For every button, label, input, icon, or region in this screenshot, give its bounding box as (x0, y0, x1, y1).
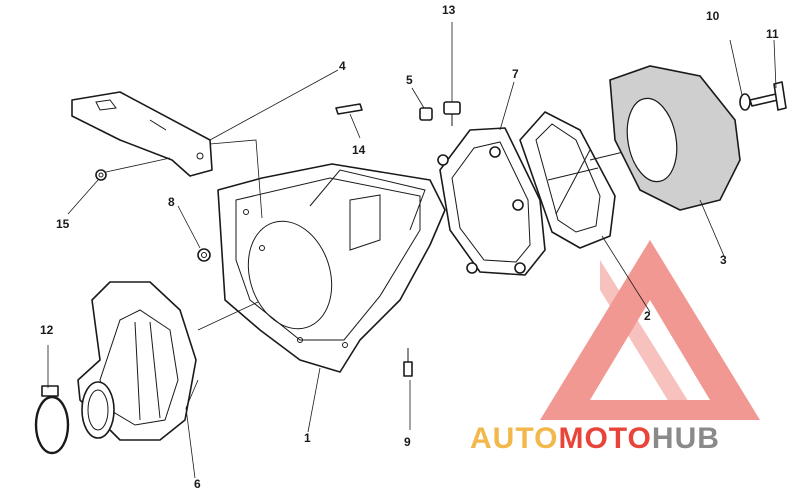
callout-9: 9 (404, 435, 411, 449)
hose-clamp-12 (34, 385, 70, 455)
callout-2: 2 (644, 309, 651, 323)
screw-13 (443, 101, 461, 126)
foam-filter-3 (609, 65, 741, 211)
nut-8 (197, 248, 211, 262)
callout-labels: 1 2 3 4 5 6 7 8 9 10 11 12 13 14 15 (40, 3, 779, 491)
bracket-plate (71, 91, 213, 177)
screw-14 (335, 103, 363, 115)
callout-3: 3 (720, 253, 727, 267)
callout-7: 7 (512, 67, 519, 81)
callout-6: 6 (194, 477, 201, 491)
callout-14: 14 (352, 143, 366, 157)
leader-lines (47, 22, 777, 479)
screw-9 (403, 348, 413, 377)
callout-1: 1 (304, 431, 311, 445)
gasket-frame-7 (437, 127, 546, 276)
callout-12: 12 (40, 323, 54, 337)
wing-bolt-11 (749, 81, 787, 111)
watermark-moto: MOTO (558, 422, 651, 455)
watermark-hub: HUB (652, 422, 720, 455)
filter-cage-2 (519, 111, 641, 249)
nut-15 (95, 169, 107, 181)
watermark-auto: AUTO (470, 422, 558, 455)
intake-duct-6 (77, 281, 197, 441)
washer-10 (739, 93, 751, 111)
callout-11: 11 (766, 27, 779, 41)
callout-4: 4 (339, 59, 346, 73)
callout-5: 5 (406, 73, 413, 87)
watermark-logo (540, 240, 760, 420)
callout-10: 10 (706, 9, 720, 23)
air-box (217, 163, 446, 373)
callout-8: 8 (168, 195, 175, 209)
callout-13: 13 (442, 3, 456, 17)
callout-15: 15 (56, 217, 70, 231)
watermark-wordmark: AUTOMOTOHUB (470, 422, 720, 455)
screw-5 (419, 107, 433, 121)
